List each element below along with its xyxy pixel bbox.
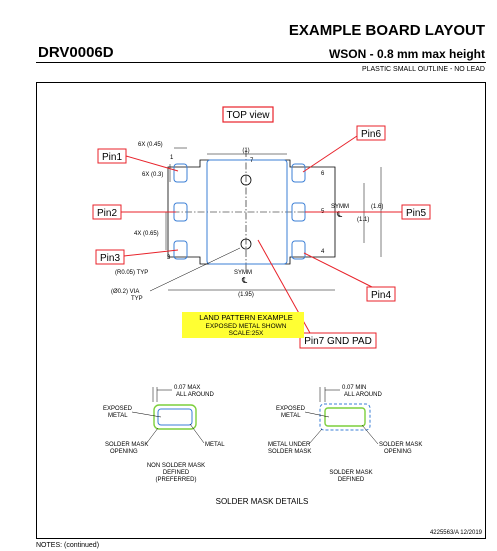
smd-clearance-2: ALL AROUND [344,392,382,398]
header-rule [36,62,486,63]
symm-right-label: SYMM [331,204,349,210]
symm-right-glyph: ℄ [336,210,343,219]
smd-caption-2: DEFINED [338,477,365,483]
smd-clearance: 0.07 MIN [342,385,366,391]
pin1-label: Pin1 [102,152,122,163]
nsmd-caption-1: NON SOLDER MASK [147,463,205,469]
pin4-label: Pin4 [371,290,391,301]
pin-number-3: 3 [167,255,171,261]
land-pattern-title: LAND PATTERN EXAMPLE [199,313,293,322]
dim-top-width: (1) [242,148,249,154]
smd-opening-2: OPENING [384,449,412,455]
smd-metal-under-label-2: SOLDER MASK [268,449,311,455]
package-description: PLASTIC SMALL OUTLINE - NO LEAD [361,66,485,73]
smd-exposed: EXPOSED [276,406,306,412]
nsmd-metal [157,408,193,426]
solder-mask-details-title: SOLDER MASK DETAILS [216,497,309,506]
pin-number-1: 1 [170,155,174,161]
smd-mask-opening [324,407,366,427]
part-number: DRV0006D [38,44,114,61]
dim-radius: (R0.05) TYP [115,270,148,276]
via-top [240,174,252,186]
pin-number-4: 4 [321,249,325,255]
nsmd-exposed: EXPOSED [103,406,133,412]
pin4-arrow [303,252,373,288]
dim-pad-length: 6X (0.3) [142,172,163,178]
dim-pitch: 4X (0.65) [134,231,159,237]
smd-caption-1: SOLDER MASK [329,470,372,476]
dim-via-typ: TYP [131,296,143,302]
dim-via: (Ø0.2) VIA [111,289,139,295]
pin2-label: Pin2 [97,208,117,219]
symm-bottom-glyph: ℄ [241,276,248,285]
land-pattern-highlight [182,312,304,338]
via-bottom [240,238,252,250]
notes-continued: NOTES: (continued) [36,542,100,549]
symm-bottom-label: SYMM [234,270,252,276]
top-view-label: TOP view [227,110,271,121]
nsmd-caption-3: (PREFERRED) [155,477,196,483]
pad-pin4 [291,240,306,260]
pin7-label: Pin7 GND PAD [304,336,372,347]
dim-pad-width: 6X (0.45) [138,142,163,148]
via-leader [149,247,241,292]
dim-height: (1.6) [371,204,383,210]
pad-pin1 [173,163,188,183]
pin3-label: Pin3 [100,253,120,264]
dim-bottom-width: (1.95) [238,292,254,298]
nsmd-opening: SOLDER MASK [105,442,148,448]
pin7-callout-box [299,332,377,349]
pin3-callout-box [95,249,125,265]
smd-metal-under-label: METAL UNDER [268,442,311,448]
pin6-label: Pin6 [361,129,381,140]
smd-exposed-2: METAL [281,413,301,419]
dim-pad-height: (1.1) [357,217,369,223]
nsmd-metal-label: METAL [205,442,225,448]
nsmd-caption-2: DEFINED [163,470,190,476]
pin3-arrow [123,249,179,257]
pin6-arrow [302,135,358,173]
document-id: 4225563/A 12/2019 [430,530,483,536]
nsmd-exposed-2: METAL [108,413,128,419]
nsmd-opening-2: OPENING [110,449,138,455]
package-outline [167,159,336,265]
land-pattern-scale: SCALE:25X [229,330,264,337]
pin-number-7: 7 [250,158,254,164]
land-pattern-line2: EXPOSED METAL SHOWN [206,323,287,330]
pin5-label: Pin5 [406,208,426,219]
nsmd-clearance-2: ALL AROUND [176,392,214,398]
drawing-title: EXAMPLE BOARD LAYOUT [288,22,485,39]
drawing-frame [36,82,486,539]
smd-metal-under [319,403,371,431]
pin-number-6: 6 [321,171,325,177]
pin4-callout-box [366,286,396,302]
package-name: WSON - 0.8 mm max height [328,47,485,61]
thermal-pad [206,159,288,265]
pad-pin6 [291,163,306,183]
pin6-callout-box [356,125,386,141]
nsmd-mask-opening [153,404,197,430]
pin1-arrow [125,155,179,172]
smd-opening: SOLDER MASK [379,442,422,448]
nsmd-clearance: 0.07 MAX [174,385,200,391]
top-view-box [222,106,274,123]
